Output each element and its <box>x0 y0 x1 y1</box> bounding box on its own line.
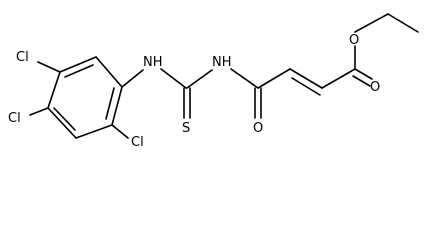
bond-ester-o-to-ch2 <box>354 13 389 33</box>
atom-label-thione-s: S <box>182 121 190 136</box>
atom-label-cl-top: Cl <box>16 50 29 65</box>
ring-double-bond-2 <box>53 107 76 131</box>
ring-bond-5 <box>47 71 61 109</box>
bond-alkene-c2-to-ester-c <box>321 68 356 89</box>
bond-alkene-double-line <box>291 77 321 96</box>
atom-amide-o: O <box>253 121 263 136</box>
atom-label-amide-o: O <box>253 121 263 136</box>
bond-ring-to-nh-aryl <box>121 69 144 88</box>
atom-label-nh-amide: NH <box>212 55 232 70</box>
ring-bond-3 <box>75 124 113 139</box>
ring-bond-6 <box>59 56 97 73</box>
bond-ring-to-cl-middle <box>29 107 49 116</box>
atom-cl-bottom: Cl <box>131 135 144 150</box>
bond-thiocarbonyl-to-nh-amide <box>186 69 213 89</box>
atom-cl-top: Cl <box>16 50 29 65</box>
benzene-ring <box>47 56 123 139</box>
atom-nh-amide: NH <box>212 55 232 70</box>
atom-label-nh-aryl: NH <box>143 55 163 70</box>
atom-nh-aryl: NH <box>143 55 163 70</box>
bond-ester-c-to-carbonyl-o-double <box>352 75 371 87</box>
ring-bond-1 <box>95 56 123 88</box>
ring-bond-4 <box>47 107 77 139</box>
bond-ch2-to-ch3 <box>387 13 419 33</box>
atom-label-cl-middle: Cl <box>8 111 21 126</box>
bond-ester-c-to-carbonyl-o <box>354 68 373 80</box>
bond-alkene-c1-to-c2 <box>289 68 323 89</box>
atom-ester-carbonyl-o: O <box>370 80 380 95</box>
ring-double-bond-3 <box>64 64 94 78</box>
atom-cl-middle: Cl <box>8 111 21 126</box>
bond-ring-to-cl-top <box>37 61 61 73</box>
chemical-structure: Cl Cl Cl NH S NH O O O <box>8 13 419 150</box>
bond-nh-aryl-to-thiocarbonyl <box>160 68 187 89</box>
bond-nh-amide-to-amide-c <box>230 68 259 89</box>
atom-label-ester-o: O <box>349 33 359 48</box>
bond-amide-c-to-alkene-c1 <box>257 68 291 89</box>
ring-double-bond-1 <box>105 87 115 120</box>
atom-thione-s: S <box>182 121 190 136</box>
atom-ester-o: O <box>349 33 359 48</box>
atom-label-cl-bottom: Cl <box>131 135 144 150</box>
bond-ring-to-cl-bottom <box>111 124 129 139</box>
atom-label-ester-carbonyl-o: O <box>370 80 380 95</box>
ring-bond-2 <box>111 86 123 126</box>
